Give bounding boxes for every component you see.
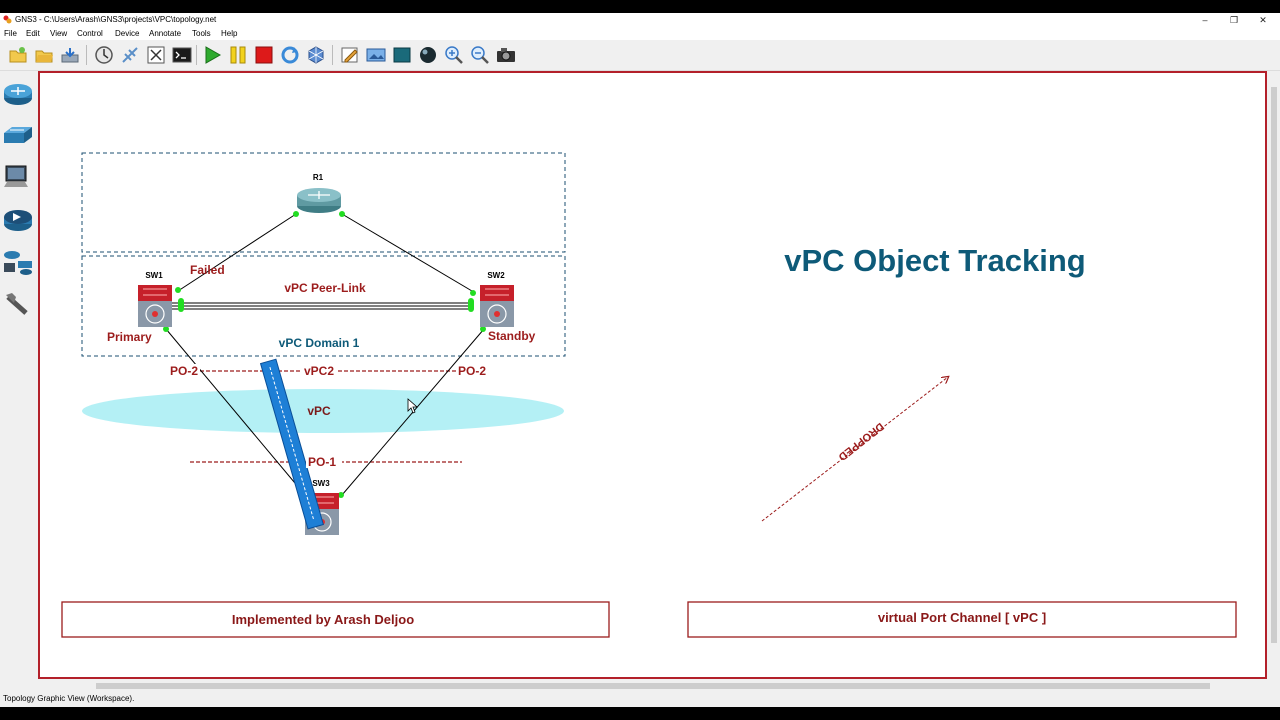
ellipse-icon[interactable] — [418, 45, 438, 65]
status-text: Topology Graphic View (Workspace). — [3, 694, 135, 703]
horizontal-scroll-thumb[interactable] — [96, 683, 1210, 689]
gns3-app-icon — [3, 15, 12, 24]
credit-box — [61, 601, 610, 638]
window-title: GNS3 - C:\Users\Arash\GNS3\projects\VPC\… — [15, 15, 217, 24]
mouse-cursor-icon — [407, 398, 419, 414]
subject-box — [687, 601, 1237, 638]
port-status-dot — [480, 326, 486, 332]
label-background — [456, 364, 492, 377]
toolbar-separator — [332, 45, 333, 65]
status-bar: Topology Graphic View (Workspace). — [0, 692, 1280, 706]
peer-link-label: vPC Peer-Link — [284, 281, 366, 295]
terminal-icon[interactable] — [172, 45, 192, 65]
vpc-ellipse-label: vPC — [307, 404, 331, 418]
r1-area-box — [81, 152, 566, 253]
label-background — [306, 455, 342, 468]
port-status-dot — [468, 298, 474, 312]
page-heading: vPC Object Tracking — [784, 243, 1086, 278]
topology-canvas[interactable]: R1 SW1 SW2 SW3 Failed vPC Peer-Link Prim… — [38, 71, 1267, 679]
restore-button[interactable]: ❐ — [1229, 15, 1239, 25]
menu-help[interactable]: Help — [221, 29, 238, 38]
standby-label: Standby — [488, 329, 536, 343]
vpc-ellipse — [82, 389, 564, 433]
link-r1-sw2 — [341, 213, 473, 292]
vertical-scroll-thumb[interactable] — [1271, 87, 1277, 643]
port-status-dot — [338, 492, 344, 498]
camera-icon[interactable] — [496, 45, 516, 65]
credit-text: Implemented by Arash Deljoo — [232, 612, 414, 627]
topology-drawing: R1 SW1 SW2 SW3 Failed vPC Peer-Link Prim… — [61, 152, 1237, 638]
rectangle-icon[interactable] — [392, 45, 412, 65]
label-background — [168, 364, 200, 377]
save-project-icon[interactable] — [60, 45, 80, 65]
screenshot-icon[interactable] — [366, 45, 386, 65]
switch-sw1[interactable] — [138, 285, 172, 327]
snapshot-icon[interactable] — [94, 45, 114, 65]
port-status-dot — [293, 211, 299, 217]
switch-icon[interactable] — [2, 121, 34, 151]
vpc-domain-label: vPC Domain 1 — [279, 336, 360, 350]
toolbar-separator — [86, 45, 87, 65]
suspend-icon[interactable] — [228, 45, 248, 65]
port-status-dot — [178, 298, 184, 312]
vpc2-label: vPC2 — [304, 364, 334, 378]
subject-text: virtual Port Channel [ vPC ] — [878, 610, 1046, 625]
end-device-icon[interactable] — [2, 163, 34, 193]
port-status-dot — [339, 211, 345, 217]
po1-label: PO-1 — [308, 455, 336, 469]
port-status-dot — [175, 287, 181, 293]
menu-device[interactable]: Device — [115, 29, 140, 38]
console-connect-icon[interactable] — [120, 45, 140, 65]
vertical-scrollbar[interactable] — [1268, 71, 1280, 691]
tracking-bar[interactable] — [259, 358, 324, 530]
zoom-in-icon[interactable] — [444, 45, 464, 65]
title-bar: GNS3 - C:\Users\Arash\GNS3\projects\VPC\… — [0, 13, 1280, 27]
menu-view[interactable]: View — [50, 29, 68, 38]
toolbar-separator — [196, 45, 197, 65]
reload-icon[interactable] — [146, 45, 166, 65]
menu-bar: File Edit View Control Device Annotate T… — [0, 27, 1280, 40]
menu-control[interactable]: Control — [77, 29, 103, 38]
security-device-icon[interactable] — [2, 205, 34, 235]
po2-right-label: PO-2 — [458, 364, 486, 378]
stop-icon[interactable] — [254, 45, 274, 65]
r1-label: R1 — [313, 173, 324, 182]
port-status-dot — [163, 326, 169, 332]
po2-left-label: PO-2 — [170, 364, 198, 378]
dropped-label: DROPPED — [836, 420, 886, 463]
router-r1[interactable] — [297, 188, 341, 213]
open-project-icon[interactable] — [34, 45, 54, 65]
zoom-out-icon[interactable] — [470, 45, 490, 65]
menu-file[interactable]: File — [4, 29, 17, 38]
menu-edit[interactable]: Edit — [26, 29, 40, 38]
sw2-label: SW2 — [487, 271, 505, 280]
failed-label: Failed — [190, 263, 225, 277]
link-r1-sw1 — [177, 213, 297, 292]
sw3-label: SW3 — [312, 479, 330, 488]
horizontal-scrollbar[interactable] — [38, 681, 1268, 691]
menu-annotate[interactable]: Annotate — [149, 29, 182, 38]
gns3-window: GNS3 - C:\Users\Arash\GNS3\projects\VPC\… — [0, 13, 1280, 707]
annotate-icon[interactable] — [340, 45, 360, 65]
primary-label: Primary — [107, 330, 152, 344]
vpc-domain-box — [81, 255, 566, 357]
new-project-icon[interactable] — [8, 45, 28, 65]
router-icon[interactable] — [2, 79, 34, 109]
toolbar — [0, 40, 1280, 71]
port-status-dot — [470, 290, 476, 296]
switch-sw2[interactable] — [480, 285, 514, 327]
menu-tools[interactable]: Tools — [192, 29, 211, 38]
dropped-arrow — [761, 377, 948, 522]
label-background — [302, 364, 338, 377]
start-icon[interactable] — [202, 45, 222, 65]
minimize-button[interactable]: – — [1202, 15, 1208, 25]
link-sw1-sw3 — [165, 328, 311, 502]
refresh-icon[interactable] — [280, 45, 300, 65]
virtualbox-icon[interactable] — [306, 45, 326, 65]
sw1-label: SW1 — [145, 271, 163, 280]
link-icon[interactable] — [2, 289, 34, 319]
all-devices-icon[interactable] — [2, 247, 34, 277]
device-dock — [0, 71, 36, 691]
close-button[interactable]: ✕ — [1259, 15, 1267, 25]
